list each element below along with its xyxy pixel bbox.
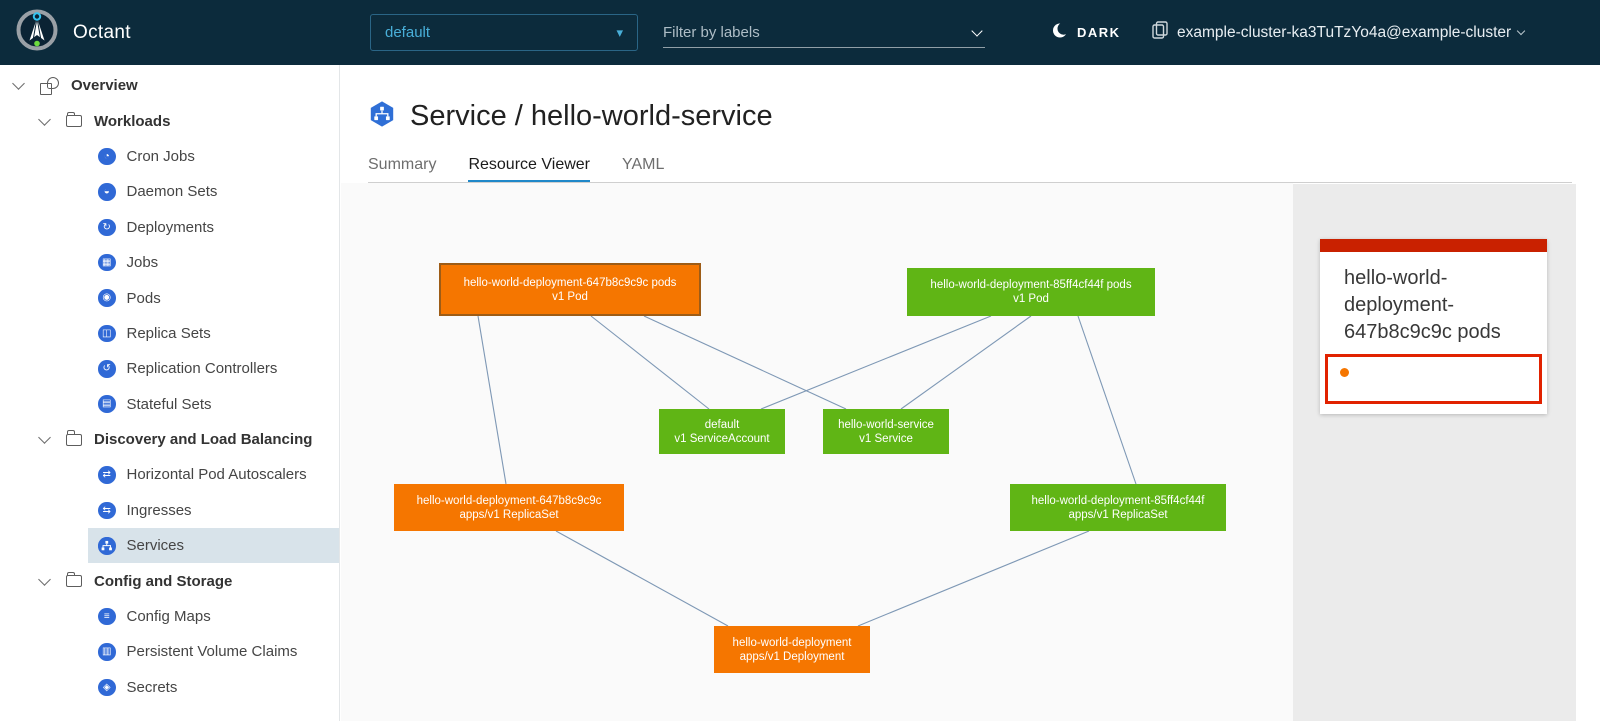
sidebar-item-stateful-sets[interactable]: ▤ Stateful Sets bbox=[88, 387, 339, 422]
app-title: Octant bbox=[73, 21, 131, 43]
node-deployment-hello-world[interactable]: hello-world-deployment apps/v1 Deploymen… bbox=[714, 626, 870, 673]
replica-sets-icon: ◫ bbox=[98, 324, 116, 343]
label-filter-input[interactable] bbox=[663, 24, 973, 41]
pods-icon: ◉ bbox=[98, 289, 116, 307]
deployments-icon: ↻ bbox=[98, 218, 116, 236]
cron-jobs-icon: ◔ bbox=[98, 147, 116, 166]
replication-controllers-icon: ↺ bbox=[98, 360, 116, 378]
sidebar-item-persistent-volume-claims[interactable]: ▥ Persistent Volume Claims bbox=[88, 634, 339, 669]
node-serviceaccount-default[interactable]: default v1 ServiceAccount bbox=[659, 409, 785, 454]
services-icon bbox=[98, 537, 116, 555]
octant-logo-icon bbox=[16, 9, 58, 56]
ingresses-icon: ⇆ bbox=[98, 501, 116, 520]
node-detail-panel: hello-world-deployment-647b8c9c9c pods bbox=[1293, 184, 1576, 721]
cluster-selector[interactable]: example-cluster-ka3TuTzYo4a@example-clus… bbox=[1152, 0, 1528, 65]
sidebar-group-config-and-storage[interactable]: Config and Storage bbox=[0, 563, 339, 598]
graph-edges bbox=[477, 315, 1137, 627]
folder-icon bbox=[66, 430, 82, 446]
sidebar-item-daemon-sets[interactable]: ◒ Daemon Sets bbox=[88, 174, 339, 209]
tab-yaml[interactable]: YAML bbox=[622, 156, 665, 173]
sidebar-group-discovery-load-balancing[interactable]: Discovery and Load Balancing bbox=[0, 422, 339, 457]
resource-header: Service / hello-world-service bbox=[368, 100, 773, 133]
sidebar-item-secrets[interactable]: ◈ Secrets bbox=[88, 670, 339, 705]
node-pod-85ff4cf44f[interactable]: hello-world-deployment-85ff4cf44f pods v… bbox=[907, 268, 1155, 316]
cluster-label: example-cluster-ka3TuTzYo4a@example-clus… bbox=[1177, 23, 1512, 41]
status-alert-box bbox=[1325, 354, 1542, 404]
theme-toggle-button[interactable]: DARK bbox=[1052, 0, 1121, 65]
namespace-value: default bbox=[385, 24, 431, 41]
chevron-down-icon[interactable] bbox=[38, 572, 51, 586]
cluster-icon bbox=[1152, 21, 1168, 44]
horizontal-pod-autoscalers-icon: ⇄ bbox=[98, 466, 116, 484]
sidebar-item-deployments[interactable]: ↻ Deployments bbox=[88, 210, 339, 245]
sidebar-item-pods[interactable]: ◉ Pods bbox=[88, 280, 339, 315]
warning-status-dot-icon bbox=[1340, 368, 1349, 377]
jobs-icon: ▦ bbox=[98, 253, 116, 272]
sidebar-item-horizontal-pod-autoscalers[interactable]: ⇄ Horizontal Pod Autoscalers bbox=[88, 457, 339, 492]
sidebar-nav: Overview Workloads ◔ Cron Jobs ◒ Daemon … bbox=[0, 65, 340, 721]
overview-icon bbox=[40, 76, 59, 95]
node-detail-card: hello-world-deployment-647b8c9c9c pods bbox=[1320, 239, 1547, 414]
chevron-down-icon[interactable] bbox=[38, 112, 51, 126]
app-header: Octant default ▾ DARK bbox=[0, 0, 1600, 65]
chevron-down-icon[interactable] bbox=[971, 24, 983, 37]
card-status-bar bbox=[1320, 239, 1547, 252]
node-replicaset-647b8c9c9c[interactable]: hello-world-deployment-647b8c9c9c apps/v… bbox=[394, 484, 624, 531]
node-replicaset-85ff4cf44f[interactable]: hello-world-deployment-85ff4cf44f apps/v… bbox=[1010, 484, 1226, 531]
secrets-icon: ◈ bbox=[98, 678, 116, 697]
persistent-volume-claims-icon: ▥ bbox=[98, 643, 116, 661]
config-maps-icon: ≡ bbox=[98, 607, 116, 626]
label-filter bbox=[663, 18, 985, 48]
content-divider bbox=[368, 182, 1572, 183]
tab-bar: Summary Resource Viewer YAML bbox=[368, 150, 664, 183]
tab-resource-viewer[interactable]: Resource Viewer bbox=[468, 150, 590, 183]
tab-summary[interactable]: Summary bbox=[368, 156, 437, 173]
sidebar-item-config-maps[interactable]: ≡ Config Maps bbox=[88, 599, 339, 634]
sidebar-item-ingresses[interactable]: ⇆ Ingresses bbox=[88, 493, 339, 528]
resource-graph[interactable]: hello-world-deployment-647b8c9c9c pods v… bbox=[341, 183, 1293, 721]
chevron-down-icon[interactable] bbox=[38, 431, 51, 444]
sidebar-item-replica-sets[interactable]: ◫ Replica Sets bbox=[88, 316, 339, 351]
node-pod-647b8c9c9c[interactable]: hello-world-deployment-647b8c9c9c pods v… bbox=[439, 263, 701, 316]
sidebar-item-services[interactable]: Services bbox=[88, 528, 339, 564]
chevron-down-icon bbox=[1516, 26, 1526, 35]
sidebar-item-cron-jobs[interactable]: ◔ Cron Jobs bbox=[88, 139, 339, 174]
detail-title: hello-world-deployment-647b8c9c9c pods bbox=[1344, 267, 1501, 343]
chevron-down-icon[interactable] bbox=[12, 77, 25, 91]
sidebar-item-replication-controllers[interactable]: ↺ Replication Controllers bbox=[88, 351, 339, 386]
namespace-select[interactable]: default ▾ bbox=[370, 14, 638, 51]
sidebar-item-overview[interactable]: Overview bbox=[0, 68, 339, 103]
stateful-sets-icon: ▤ bbox=[98, 395, 116, 413]
folder-icon bbox=[66, 111, 82, 128]
folder-icon bbox=[66, 571, 82, 588]
caret-down-icon: ▾ bbox=[616, 24, 623, 40]
daemon-sets-icon: ◒ bbox=[98, 183, 116, 201]
sidebar-group-workloads[interactable]: Workloads bbox=[0, 103, 339, 138]
moon-icon bbox=[1052, 22, 1070, 44]
service-icon bbox=[368, 100, 396, 133]
node-service-hello-world[interactable]: hello-world-service v1 Service bbox=[823, 409, 949, 454]
theme-toggle-label: DARK bbox=[1077, 25, 1121, 40]
page-title: Service / hello-world-service bbox=[410, 100, 773, 132]
brand: Octant bbox=[16, 9, 346, 56]
sidebar-item-jobs[interactable]: ▦ Jobs bbox=[88, 245, 339, 280]
